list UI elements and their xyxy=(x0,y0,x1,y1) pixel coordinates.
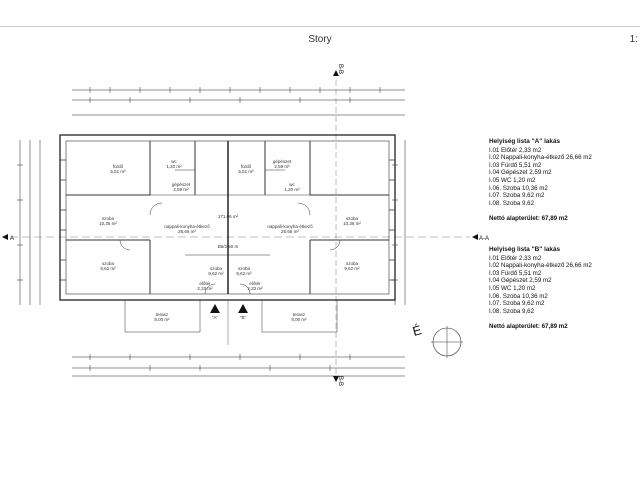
room-list-b-item: I.01 Előtér 2,33 m2 xyxy=(489,254,542,262)
room-list-a-title: Helyiség lista "A" lakás xyxy=(489,138,561,145)
room-list-a-item: I.01 Előtér 2,33 m2 xyxy=(489,146,542,154)
room-list-b-item: I.04 Gépészet 2,59 m2 xyxy=(489,277,552,285)
room-list-a-item: I.07. Szoba 9,62 m2 xyxy=(489,192,545,200)
room-list-a: Helyiség lista "A" lakás I.01 Előtér 2,3… xyxy=(489,138,592,223)
top-divider xyxy=(0,26,640,27)
section-right-label: A-A xyxy=(479,236,489,242)
room-list-b-item: I.08. Szoba 9,62 xyxy=(489,307,535,315)
window-title: Story xyxy=(308,34,332,45)
section-left-label: A xyxy=(10,236,14,242)
room-list-a-item: I.08. Szoba 9,62 xyxy=(489,199,535,207)
room-list-a-item: I.02 Nappali-konyha-étkező 26,66 m2 xyxy=(489,154,592,162)
room-list-a-item: I.03 Fürdő 5,51 m2 xyxy=(489,161,542,169)
room-list-b-title: Helyiség lista "B" lakás xyxy=(489,246,561,253)
room-list-b-item: I.06. Szoba 10,36 m2 xyxy=(489,292,548,300)
section-bottom-label: B-B xyxy=(337,376,343,386)
core-label: B6/2,50 m xyxy=(218,244,239,249)
unit-b-label: "B" xyxy=(240,315,247,320)
zoom-label: 1: xyxy=(629,34,638,45)
room-list-a-item: I.06. Szoba 10,36 m2 xyxy=(489,184,548,192)
north-label: É xyxy=(411,322,424,339)
entrance-b-marker xyxy=(238,304,248,313)
room-list-b: Helyiség lista "B" lakás I.01 Előtér 2,3… xyxy=(489,246,592,331)
room-list-b-item: I.07. Szoba 9,62 m2 xyxy=(489,300,545,308)
window-titlebar: Story 1: xyxy=(0,0,640,45)
total-area-label: 171,06 m² xyxy=(218,214,239,219)
room-list-b-net-area: Nettó alapterület: 67,89 m2 xyxy=(489,323,568,331)
entrance-a-marker xyxy=(210,304,220,313)
room-list-a-net-area: Nettó alapterület: 67,89 m2 xyxy=(489,215,568,223)
room-list-a-item: I.05 WC 1,20 m2 xyxy=(489,176,536,184)
room-list-b-item: I.03 Fürdő 5,51 m2 xyxy=(489,269,542,277)
room-list-a-item: I.04 Gépészet 2,59 m2 xyxy=(489,169,552,177)
unit-a-label: "A" xyxy=(212,315,219,320)
room-list-b-item: I.05 WC 1,20 m2 xyxy=(489,284,536,292)
section-top-label: B-B xyxy=(337,64,343,74)
room-list-b-item: I.02 Nappali-konyha-étkező 26,66 m2 xyxy=(489,262,592,270)
